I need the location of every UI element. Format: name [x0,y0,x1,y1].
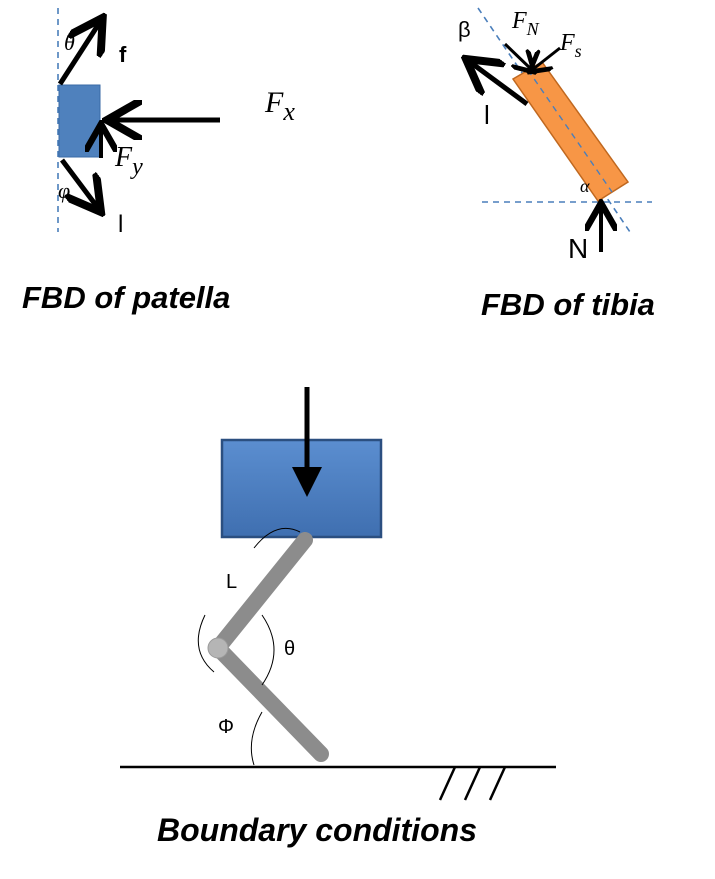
tibia-fn-arrow [503,42,532,70]
theta-angle-arc [261,614,275,686]
top-joint-arc [253,528,301,549]
patella-l-label: l [118,211,123,238]
tibia-n-label: N [568,233,588,264]
patella-f-arrow [57,22,100,86]
ground-hatch-3 [488,766,507,801]
tibia-beta-label: β [458,17,471,42]
theta-angle-label: θ [284,638,295,660]
tibia-l-arrow [470,62,529,107]
patella-l-arrow [60,158,98,208]
tibia-alpha-label: α [580,176,590,196]
phi-angle-label: Φ [218,716,234,738]
patella-f-label: f [119,42,127,67]
ground-hatch-1 [438,766,457,801]
load-arrow-head [292,467,322,497]
tibia-bar [511,61,630,203]
segment-length-label: L [226,571,237,593]
patella-block [58,84,101,158]
boundary-diagram: L θ Φ [120,387,556,801]
knee-left-arc [197,614,215,673]
knee-joint [207,637,229,659]
patella-diagram: θ f Fx Fy φ l [57,8,295,238]
patella-theta-label: θ [64,30,75,55]
caption-fbd-patella: FBD of patella [22,280,231,315]
ground-hatch-2 [463,766,482,801]
caption-fbd-tibia: FBD of tibia [481,287,655,322]
tibia-axis-dashed-line [527,69,613,193]
tibia-fn-label: FN [511,8,540,39]
patella-phi-label: φ [58,178,70,203]
patella-fy-label: Fy [114,142,143,180]
phi-angle-arc [250,711,263,766]
tibia-l-label: l [484,100,490,130]
tibia-diagram: β FN Fs l α N [458,7,652,264]
upper-leg-segment [210,532,313,656]
caption-boundary-conditions: Boundary conditions [157,812,477,848]
tibia-fs-label: Fs [559,30,582,61]
lower-leg-segment [210,640,329,762]
load-block [220,438,383,539]
patella-fx-label: Fx [264,86,295,126]
tibia-fs-arrow [532,46,561,70]
